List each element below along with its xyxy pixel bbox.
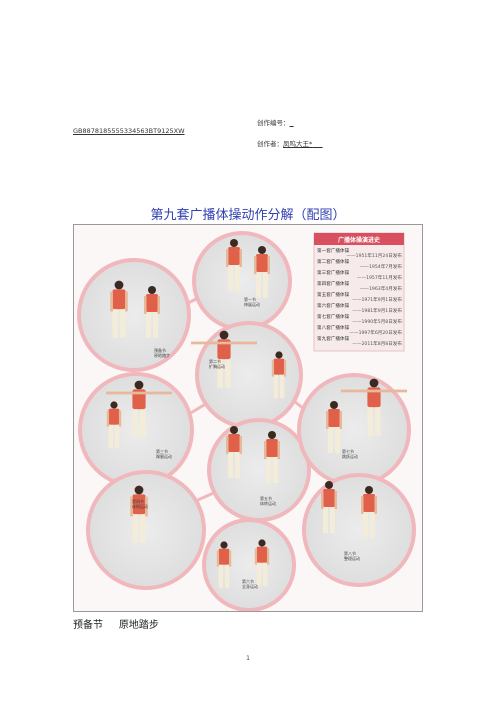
history-item-name: 第四套广播体操 (317, 280, 350, 287)
exercise-people (106, 239, 407, 589)
exerciser-figure (264, 431, 280, 483)
author-line: 创作者：凤呜大王* (257, 140, 313, 148)
section-label-name: 原地踏步 (154, 352, 170, 358)
history-item-name: 第六套广播体操 (317, 302, 350, 309)
section-label-name: 踢腿运动 (156, 453, 172, 459)
section-label-name: 跳跃运动 (342, 453, 358, 459)
exerciser-figure (110, 280, 128, 338)
section-label-number: 预备节 (154, 347, 166, 353)
history-item-date: ——1990年5月8日发布 (352, 318, 402, 325)
page-number: 1 (246, 655, 250, 662)
bubbles (77, 231, 416, 611)
document-title: 第九套广播体操动作分解（配图） (150, 208, 346, 223)
history-item-name: 第三套广播体操 (317, 269, 350, 276)
history-item-date: ——1954年7月发布 (360, 263, 403, 270)
history-item-date: ——1963年4月发布 (360, 285, 403, 292)
history-item-date: ——1997年6月20日发布 (349, 329, 402, 336)
exerciser-figure (106, 380, 172, 438)
section-label-name: 体侧运动 (132, 503, 148, 509)
history-item-name: 第七套广播体操 (317, 313, 350, 320)
section-label-number: 第二节 (209, 358, 221, 364)
section-label-name: 全身运动 (242, 583, 258, 589)
history-item-date: ——2011年8月8日发布 (352, 340, 402, 347)
history-title: 广播体操演进史 (338, 236, 381, 244)
section-label-number: 第一节 (244, 296, 256, 302)
exerciser-figure (216, 541, 232, 589)
caption-section: 预备节 (73, 620, 103, 631)
exerciser-figure (361, 486, 377, 538)
creation-code-value: GB8878185555334563BT9125XW (73, 127, 185, 135)
exerciser-figure (144, 286, 160, 338)
section-label-number: 第八节 (344, 550, 356, 556)
exerciser-figure (254, 539, 270, 587)
section-label-number: 第三节 (156, 448, 168, 454)
exerciser-figure (321, 481, 337, 533)
section-label-name: 整理运动 (344, 555, 360, 561)
exerciser-figure (130, 485, 148, 543)
exerciser-figure (271, 351, 287, 399)
exerciser-figure (326, 401, 342, 453)
exerciser-figure (106, 401, 122, 449)
history-item-name: 第五套广播体操 (317, 291, 350, 298)
history-item-date: ——1951年11月24日发布 (346, 252, 402, 259)
history-item-date: ——1957年11月发布 (357, 274, 403, 281)
creation-code-label: 创作编号： (257, 119, 290, 127)
author-value: 凤呜大王* (283, 140, 313, 148)
history-item-date: ——1971年9月1日发布 (352, 296, 402, 303)
history-item-name: 第八套广播体操 (317, 324, 350, 331)
caption: 预备节 原地踏步 (73, 616, 159, 631)
exerciser-figure (226, 426, 242, 478)
section-label-number: 第七节 (342, 448, 354, 454)
section-label-number: 第四节 (132, 498, 144, 504)
exerciser-figure (191, 330, 257, 388)
exerciser-figure (226, 239, 242, 291)
section-label-number: 第五节 (260, 495, 272, 501)
exercise-figure: 广播体操演进史 第一套广播体操——1951年11月24日发布第二套广播体操 ——1… (73, 224, 423, 612)
history-item-name: 第二套广播体操 (317, 258, 350, 265)
history-item-name: 第九套广播体操 (317, 335, 350, 342)
section-label-name: 体转运动 (260, 500, 276, 506)
section-label-number: 第六节 (242, 578, 254, 584)
history-item-name: 第一套广播体操 (317, 247, 350, 254)
exerciser-figure (341, 378, 407, 436)
section-label-name: 扩胸运动 (209, 363, 225, 369)
exerciser-figure (254, 246, 270, 298)
caption-text: 原地踏步 (118, 620, 159, 631)
section-label-name: 伸展运动 (244, 301, 260, 307)
history-item-date: ——1981年9月1日发布 (352, 307, 402, 314)
